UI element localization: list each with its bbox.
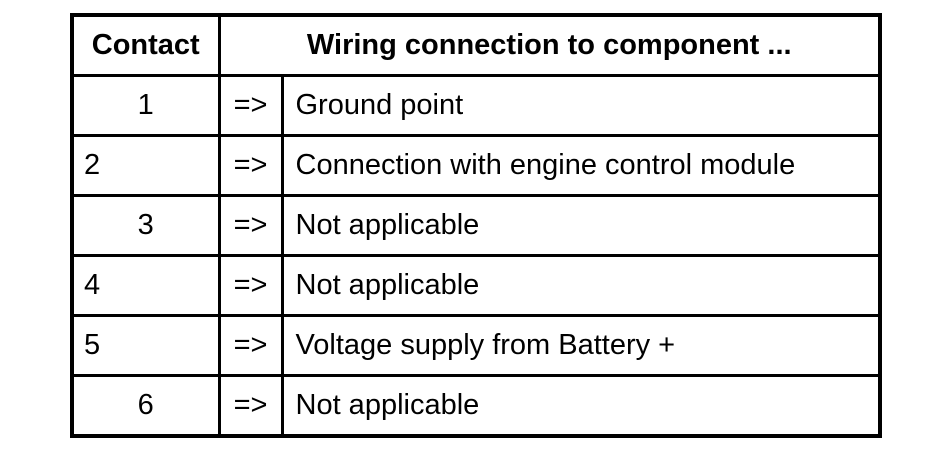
arrow-cell: =>: [217, 374, 284, 438]
description-cell: Connection with engine control module: [280, 134, 882, 197]
table-row: 1=>Ground point: [70, 74, 882, 137]
table-row: 5=>Voltage supply from Battery +: [70, 314, 882, 377]
table-row: 6=>Not applicable: [70, 374, 882, 438]
table-row: 4=>Not applicable: [70, 254, 882, 317]
contact-cell: 4: [70, 254, 221, 317]
contact-column-header: Contact: [70, 13, 221, 77]
description-cell: Not applicable: [280, 194, 882, 257]
header-row: Contact Wiring connection to component .…: [70, 13, 882, 77]
arrow-cell: =>: [217, 74, 284, 137]
table-row: 3=>Not applicable: [70, 194, 882, 257]
contact-cell: 2: [70, 134, 221, 197]
contact-cell: 1: [70, 74, 221, 137]
contact-cell: 5: [70, 314, 221, 377]
description-cell: Not applicable: [280, 374, 882, 438]
wiring-connection-column-header: Wiring connection to component ...: [217, 13, 882, 77]
description-cell: Not applicable: [280, 254, 882, 317]
contact-cell: 3: [70, 194, 221, 257]
description-cell: Ground point: [280, 74, 882, 137]
arrow-cell: =>: [217, 134, 284, 197]
contact-cell: 6: [70, 374, 221, 438]
table-row: 2=>Connection with engine control module: [70, 134, 882, 197]
arrow-cell: =>: [217, 194, 284, 257]
wiring-connection-table: Contact Wiring connection to component .…: [70, 13, 882, 438]
description-cell: Voltage supply from Battery +: [280, 314, 882, 377]
arrow-cell: =>: [217, 314, 284, 377]
arrow-cell: =>: [217, 254, 284, 317]
